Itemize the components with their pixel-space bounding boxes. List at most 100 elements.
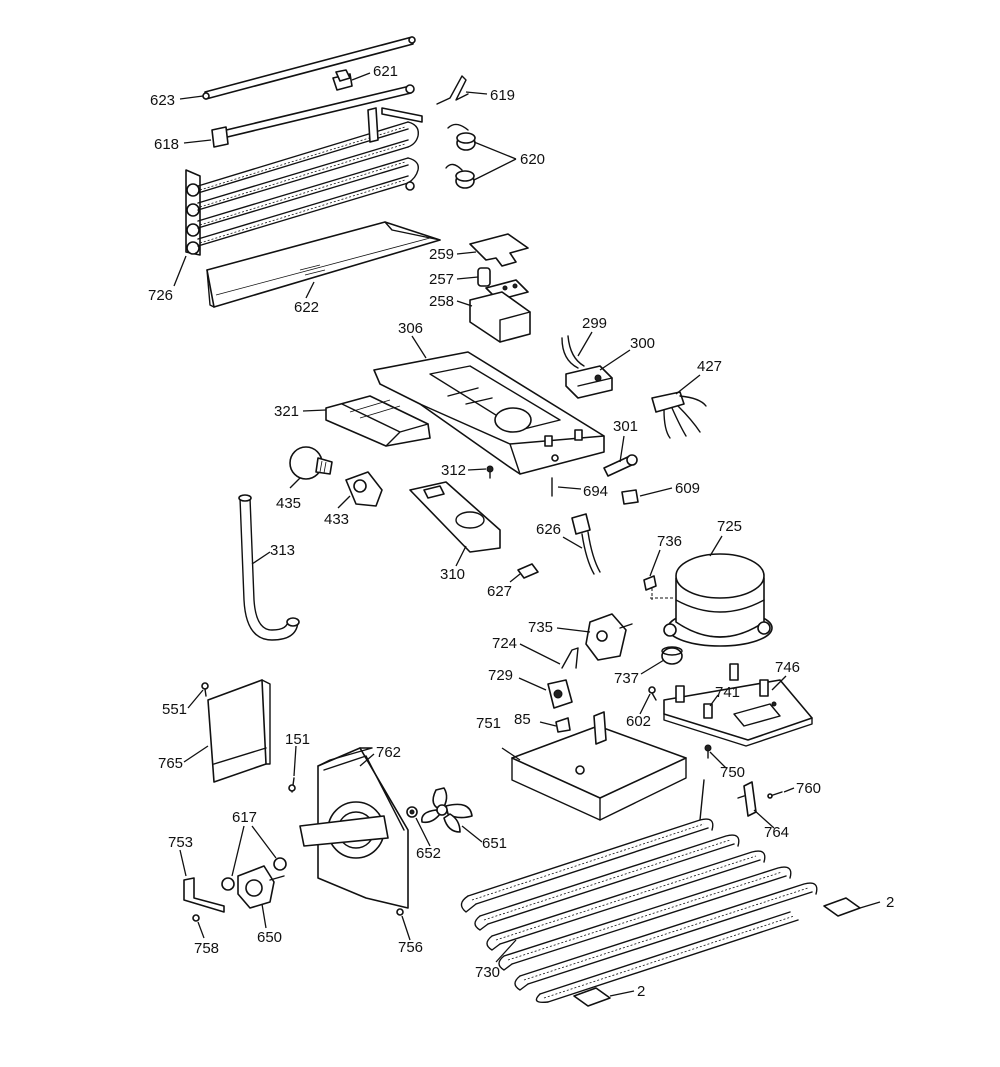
label-619: 619: [490, 87, 515, 104]
part-736-clip: [643, 575, 657, 591]
label-652: 652: [416, 845, 441, 862]
label-741: 741: [715, 684, 740, 701]
part-609-switch: [621, 489, 639, 505]
part-753-bracket: [183, 877, 225, 913]
label-622: 622: [294, 299, 319, 316]
label-321: 321: [274, 403, 299, 420]
label-313: 313: [270, 542, 295, 559]
label-602: 602: [626, 713, 651, 730]
part-622-drain-pan: [206, 221, 441, 308]
label-736: 736: [657, 533, 682, 550]
part-259-gasket: [469, 233, 529, 267]
label-725: 725: [717, 518, 742, 535]
label-762: 762: [376, 744, 401, 761]
part-301-socket: [603, 454, 638, 477]
part-762-fan-bracket: [299, 747, 409, 909]
label-729: 729: [488, 667, 513, 684]
part-621-clip: [332, 69, 353, 91]
label-753: 753: [168, 834, 193, 851]
label-306: 306: [398, 320, 423, 337]
part-758-screw: [192, 914, 200, 922]
part-85-clip: [555, 717, 571, 733]
part-651-fan-blade: [420, 787, 473, 833]
label-651: 651: [482, 835, 507, 852]
part-2-pad-b: [573, 987, 611, 1007]
label-258: 258: [429, 293, 454, 310]
label-726: 726: [148, 287, 173, 304]
part-435-light-bulb: [289, 446, 333, 480]
part-650-fan-motor: [237, 865, 285, 909]
part-306-control-housing: [373, 351, 605, 475]
label-626: 626: [536, 521, 561, 538]
label-764: 764: [764, 824, 789, 841]
label-694: 694: [583, 483, 608, 500]
label-435: 435: [276, 495, 301, 512]
part-310-evaporator-duct: [409, 481, 501, 553]
label-617: 617: [232, 809, 257, 826]
part-730-evaporator-coil: [460, 779, 818, 1004]
part-258-control-housing: [469, 291, 531, 343]
part-652-nut: [406, 806, 418, 818]
part-321-light-shield: [325, 395, 431, 447]
part-151-screw: [288, 777, 296, 793]
part-551-screw: [201, 682, 209, 697]
label-758: 758: [194, 940, 219, 957]
label-551: 551: [162, 701, 187, 718]
label-151: 151: [285, 731, 310, 748]
label-746: 746: [775, 659, 800, 676]
label-750: 750: [720, 764, 745, 781]
leader-lines: [173, 72, 881, 997]
part-751-drip-tray: [511, 711, 687, 821]
part-617-grommets: [221, 857, 287, 891]
label-259: 259: [429, 246, 454, 263]
part-619-wire-clip: [436, 75, 469, 105]
label-620: 620: [520, 151, 545, 168]
part-726-condenser: [185, 107, 423, 256]
label-724: 724: [492, 635, 517, 652]
label-433: 433: [324, 511, 349, 528]
label-765: 765: [158, 755, 183, 772]
part-620-grommets: [445, 123, 476, 189]
part-433-lamp-socket: [345, 471, 383, 507]
part-724-wire: [561, 647, 579, 669]
label-301: 301: [613, 418, 638, 435]
label-300: 300: [630, 335, 655, 352]
part-725-compressor: [650, 553, 773, 647]
label-618: 618: [154, 136, 179, 153]
part-427-wire-connector: [651, 391, 707, 439]
part-741-stud: [703, 703, 713, 719]
label-310: 310: [440, 566, 465, 583]
part-number-labels: 623 621 619 618 620 726 622 259 257 258 …: [148, 63, 894, 1000]
label-257: 257: [429, 271, 454, 288]
label-756: 756: [398, 939, 423, 956]
part-313-drain-tube: [238, 494, 300, 641]
part-623-rod: [202, 36, 416, 100]
part-618-rod: [211, 84, 415, 148]
label-2a: 2: [886, 894, 894, 911]
part-765-cover: [207, 679, 271, 783]
part-299-capillary: [561, 335, 585, 369]
label-623: 623: [150, 92, 175, 109]
label-760: 760: [796, 780, 821, 797]
label-427: 427: [697, 358, 722, 375]
label-650: 650: [257, 929, 282, 946]
part-729-capacitor: [547, 679, 573, 709]
label-609: 609: [675, 480, 700, 497]
label-627: 627: [487, 583, 512, 600]
part-746-base-plate: [663, 663, 813, 747]
part-626-harness: [571, 513, 601, 575]
label-730: 730: [475, 964, 500, 981]
part-737-grommet: [661, 646, 683, 665]
part-760-screw: [767, 791, 783, 799]
label-751: 751: [476, 715, 501, 732]
label-2b: 2: [637, 983, 645, 1000]
part-627-clip: [517, 563, 539, 579]
label-312: 312: [441, 462, 466, 479]
label-737: 737: [614, 670, 639, 687]
part-602-screw: [648, 686, 657, 701]
part-764-bracket: [737, 781, 757, 817]
part-735-relay: [585, 613, 633, 661]
label-85: 85: [514, 711, 531, 728]
part-300-thermostat: [565, 365, 613, 399]
